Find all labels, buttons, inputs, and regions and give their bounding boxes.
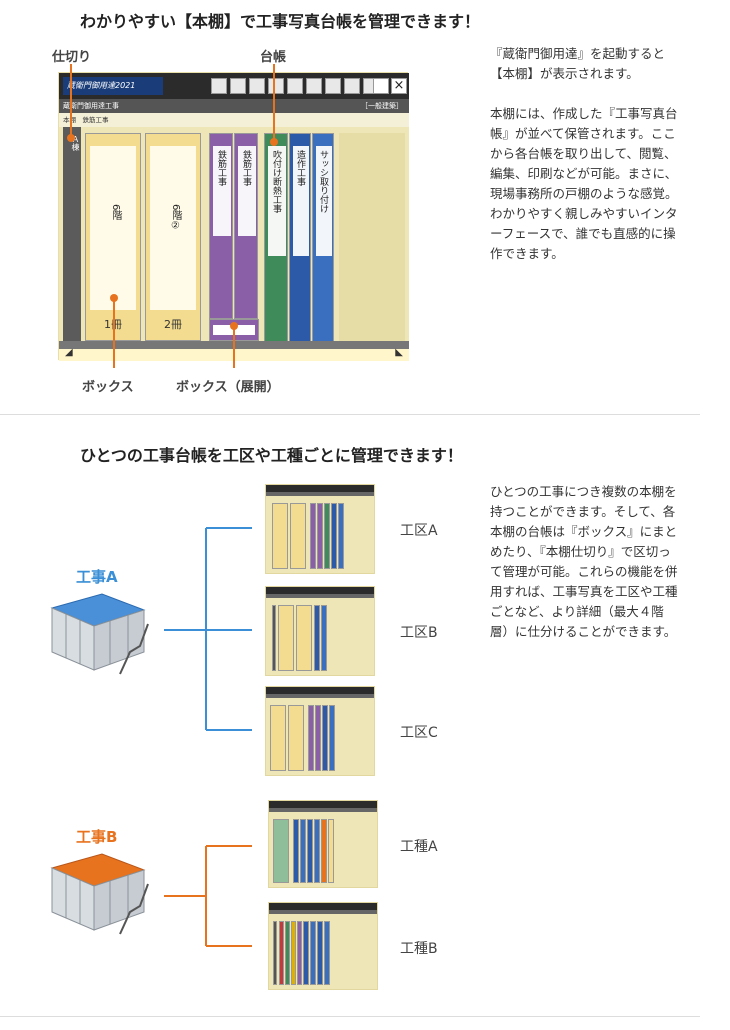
marker-divider-line — [70, 64, 72, 136]
project-name: 蔵衛門御用達工事 — [63, 102, 119, 110]
label-box-open: ボックス（展開） — [176, 380, 280, 395]
thumb-type-b[interactable] — [268, 902, 378, 990]
marker-ledger-dot — [270, 138, 278, 146]
shelf-back — [339, 133, 405, 345]
ledger-5-label: サッシ取り付け — [318, 150, 328, 213]
thumb-area-c[interactable] — [265, 686, 375, 776]
ledger-1[interactable]: 鉄筋工事 — [209, 133, 233, 319]
section1-heading: わかりやすい【本棚】で工事写真台帳を管理できます！ — [80, 12, 481, 31]
building-b-icon — [50, 853, 149, 935]
ledger-4[interactable]: 造作工事 — [289, 133, 311, 345]
label-divider: 仕切り — [52, 50, 92, 65]
box-2-label: 6階② — [170, 204, 181, 232]
ledger-1-label: 鉄筋工事 — [216, 150, 226, 186]
project-bar: 蔵衛門御用達工事 ［一般建築］ — [59, 99, 409, 113]
search-icon[interactable] — [287, 78, 303, 94]
section-divider-1 — [0, 414, 700, 415]
ledger-3[interactable]: 吹付け断熱工事 — [264, 133, 288, 345]
label-box: ボックス — [82, 380, 134, 395]
section2-desc: ひとつの工事につき複数の本棚を持つことができます。そして、各本棚の台帳は『ボック… — [490, 484, 678, 639]
thumb-area-a[interactable] — [265, 484, 375, 574]
area-c-label: 工区C — [400, 725, 438, 741]
marker-ledger-line — [273, 64, 275, 142]
project-b-label: 工事B — [76, 828, 118, 846]
tree-a-lines — [164, 527, 252, 731]
document-icon[interactable] — [344, 78, 360, 94]
gear-icon[interactable] — [325, 78, 341, 94]
label-ledger: 台帳 — [260, 50, 287, 65]
box-1-label: 6階 — [110, 204, 121, 221]
tree-b-lines — [164, 845, 252, 947]
close-icon[interactable]: × — [391, 78, 407, 94]
grid-icon[interactable] — [230, 78, 246, 94]
copy-icon[interactable] — [306, 78, 322, 94]
project-mode: ［一般建築］ — [361, 102, 403, 110]
marker-box-dot — [110, 294, 118, 302]
marker-boxopen-line — [233, 328, 235, 368]
shelf-divider-tab[interactable]: Ａ棟 — [63, 127, 81, 341]
building-a-icon — [50, 593, 149, 675]
nav-icon[interactable] — [268, 78, 284, 94]
ledger-3-label: 吹付け断熱工事 — [271, 150, 281, 213]
ledger-5[interactable]: サッシ取り付け — [312, 133, 334, 345]
type-b-label: 工種B — [400, 941, 438, 957]
box-2-count: 2冊 — [164, 318, 182, 331]
section2-heading: ひとつの工事台帳を工区や工種ごとに管理できます！ — [80, 446, 463, 465]
section-divider-2 — [0, 1016, 700, 1017]
area-b-label: 工区B — [400, 625, 438, 641]
photo-icon[interactable] — [249, 78, 265, 94]
marker-boxopen-dot — [230, 322, 238, 330]
box-1[interactable]: 6階 1冊 — [85, 133, 141, 341]
scroll-left-icon[interactable]: ◢ — [65, 347, 73, 358]
type-a-label: 工種A — [400, 839, 438, 855]
bookshelf-screenshot: 蔵衛門御用達2021 Professional × 蔵衛門御用達工事 ［一般建築… — [58, 72, 409, 361]
app-logo: 蔵衛門御用達2021 Professional — [63, 77, 163, 108]
ledger-2-label: 鉄筋工事 — [241, 150, 251, 186]
project-a-label: 工事A — [76, 568, 118, 586]
ledger-2[interactable]: 鉄筋工事 — [234, 133, 258, 319]
breadcrumb: 本棚 鉄筋工事 — [59, 113, 409, 127]
scroll-right-icon[interactable]: ◣ — [395, 347, 403, 358]
minimize-icon[interactable] — [373, 78, 389, 94]
app-titlebar: 蔵衛門御用達2021 Professional × — [59, 73, 409, 108]
thumb-area-b[interactable] — [265, 586, 375, 676]
ledger-4-label: 造作工事 — [295, 150, 305, 186]
box-2[interactable]: 6階② 2冊 — [145, 133, 201, 341]
marker-box-line — [113, 300, 115, 368]
thumb-type-a[interactable] — [268, 800, 378, 888]
area-a-label: 工区A — [400, 523, 438, 539]
marker-divider-dot — [67, 134, 75, 142]
cloud-icon[interactable] — [211, 78, 227, 94]
section1-desc-1: 『蔵衛門御用達』を起動すると【本棚】が表示されます。 — [490, 46, 666, 81]
section1-desc-2: 本棚には、作成した『工事写真台帳』が並べて保管されます。ここから各台帳を取り出し… — [490, 106, 678, 261]
